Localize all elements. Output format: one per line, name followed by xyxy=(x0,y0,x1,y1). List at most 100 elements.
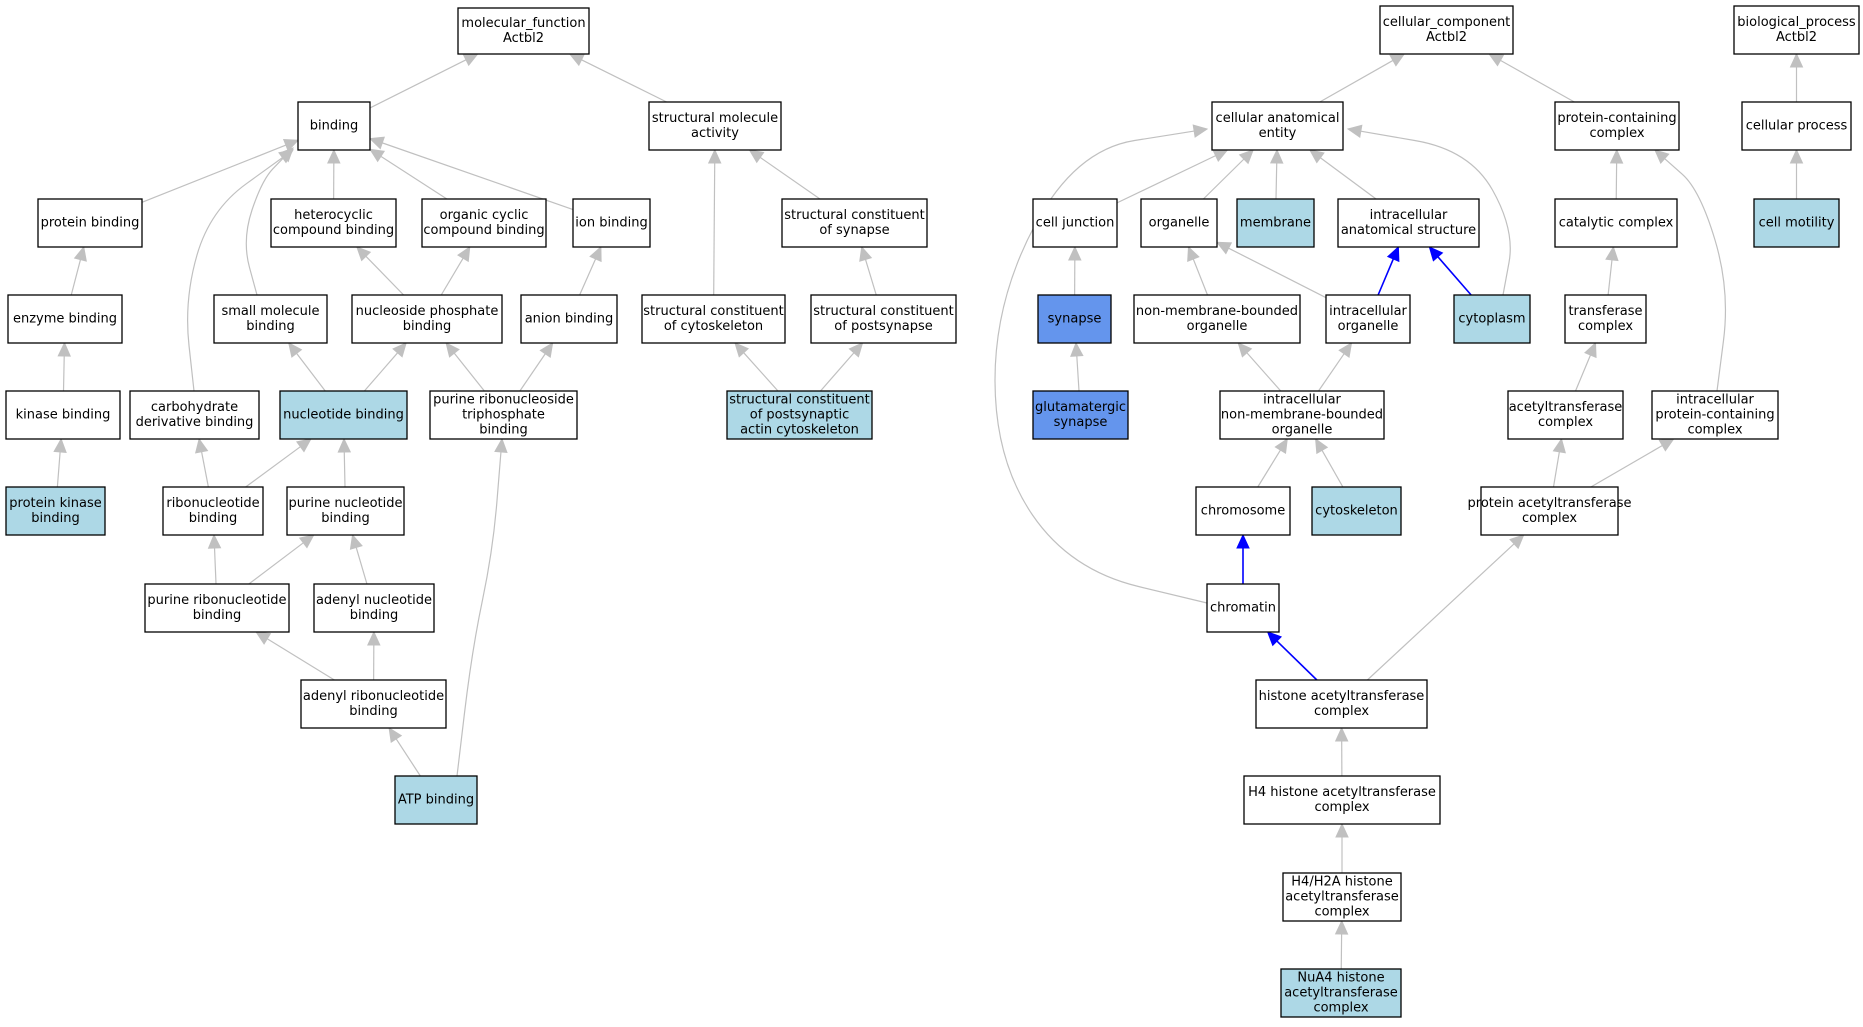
node-box xyxy=(457,7,590,55)
edge-organelle-to-cae xyxy=(1202,149,1254,200)
node-label: binding xyxy=(31,511,79,526)
go-node-binding: binding xyxy=(297,101,371,151)
node-box xyxy=(726,390,873,440)
node-box xyxy=(1219,390,1385,440)
edge-heterocyclic-to-binding xyxy=(327,148,341,200)
node-label: complex xyxy=(1313,1001,1368,1016)
edge-cellular_process-to-bp xyxy=(1789,52,1804,102)
edge-carb_deriv-to-binding xyxy=(187,149,294,392)
edge-membrane-to-cae xyxy=(1269,148,1284,200)
node-label: nucleotide binding xyxy=(283,408,404,423)
node-label: organelle xyxy=(1149,216,1210,231)
node-label: purine ribonucleotide xyxy=(147,593,286,608)
edge-intra_organelle-to-organelle xyxy=(1215,241,1327,299)
node-label: binding xyxy=(189,511,237,526)
node-label: chromatin xyxy=(1210,601,1276,616)
edge-protein_kinase_binding-to-kinase_binding xyxy=(53,437,67,488)
node-box xyxy=(1651,390,1779,440)
node-label: binding xyxy=(246,319,294,334)
edge-prot_acetyl_complex-to-intra_pcc xyxy=(1590,438,1675,488)
node-label: triphosphate xyxy=(462,408,545,423)
node-box xyxy=(1211,101,1344,151)
edge-nucleotide_binding-to-nuc_phosphate xyxy=(363,342,407,392)
node-label: compound binding xyxy=(273,223,394,238)
node-label: intracellular xyxy=(1676,393,1754,408)
node-box xyxy=(1037,294,1112,344)
edge-layer xyxy=(53,52,1804,970)
node-label: intracellular xyxy=(1370,208,1448,223)
node-label: H4 histone acetyltransferase xyxy=(1248,785,1436,800)
node-label: actin cytoskeleton xyxy=(740,423,859,438)
node-label: of synapse xyxy=(819,223,889,238)
edge-intra_nmbo-to-intra_organelle xyxy=(1318,342,1353,392)
node-label: acetyltransferase xyxy=(1285,890,1399,905)
edge-cell_junction-to-cae xyxy=(1116,149,1229,204)
node-box xyxy=(1280,968,1402,1018)
node-label: molecular_function xyxy=(461,16,585,31)
node-label: complex xyxy=(1589,126,1644,141)
node-box xyxy=(1733,5,1860,55)
node-label: purine ribonucleoside xyxy=(433,393,574,408)
node-box xyxy=(1243,775,1441,825)
node-box xyxy=(5,390,121,440)
edge-ribonucleotide-to-carb_deriv xyxy=(195,437,209,488)
node-label: organelle xyxy=(1187,319,1248,334)
node-label: cell junction xyxy=(1036,216,1115,231)
edge-adenyl_ribonucleotide-to-purine_ribonucleotide xyxy=(255,631,335,681)
node-label: membrane xyxy=(1240,216,1311,231)
edge-cae-to-cc xyxy=(1319,53,1406,103)
edge-cell_motility-to-cellular_process xyxy=(1789,148,1804,199)
edge-intra_pcc-to-pcc xyxy=(1654,149,1727,392)
go-node-kinase-binding: kinase binding xyxy=(5,390,121,440)
node-label: protein-containing xyxy=(1655,408,1774,423)
node-label: of postsynaptic xyxy=(750,408,850,423)
node-label: structural constituent xyxy=(729,393,870,408)
edge-catalytic_complex-to-pcc xyxy=(1609,148,1624,200)
node-box xyxy=(1379,5,1514,55)
node-label: entity xyxy=(1259,126,1297,141)
go-node-membrane: membrane xyxy=(1236,198,1315,248)
node-label: acetyltransferase xyxy=(1509,400,1623,415)
node-box xyxy=(37,198,143,248)
node-box xyxy=(1032,390,1129,440)
edge-sc_postsynapse-to-sc_synapse xyxy=(859,245,877,296)
node-label: organelle xyxy=(1272,423,1333,438)
node-box xyxy=(1325,294,1411,344)
go-node-protein-binding: protein binding xyxy=(37,198,143,248)
node-box xyxy=(648,101,782,151)
node-box xyxy=(1564,294,1647,344)
node-box xyxy=(641,294,786,344)
edge-adenyl_ribonucleotide-to-adenyl_nucleotide xyxy=(367,630,381,681)
go-node-cytoplasm: cytoplasm xyxy=(1453,294,1531,344)
node-box xyxy=(1337,198,1480,248)
node-box xyxy=(1741,101,1852,151)
node-box xyxy=(1554,198,1678,248)
node-label: binding xyxy=(349,704,397,719)
node-label: complex xyxy=(1314,704,1369,719)
edge-nuc_phosphate-to-heterocyclic xyxy=(356,246,405,296)
node-label: activity xyxy=(691,126,739,141)
node-label: protein binding xyxy=(41,216,140,231)
go-node-anion-binding: anion binding xyxy=(520,294,618,344)
node-box xyxy=(351,294,503,344)
node-label: structural constituent xyxy=(813,304,954,319)
node-label: synapse xyxy=(1048,312,1102,327)
node-label: ribonucleotide xyxy=(166,496,259,511)
node-label: transferase xyxy=(1568,304,1642,319)
node-label: Actbl2 xyxy=(503,31,544,46)
edge-purine_ribonucleoside_tp-to-anion_binding xyxy=(519,342,554,392)
node-box xyxy=(297,101,371,151)
node-box xyxy=(1255,679,1428,729)
node-label: heterocyclic xyxy=(294,208,373,223)
